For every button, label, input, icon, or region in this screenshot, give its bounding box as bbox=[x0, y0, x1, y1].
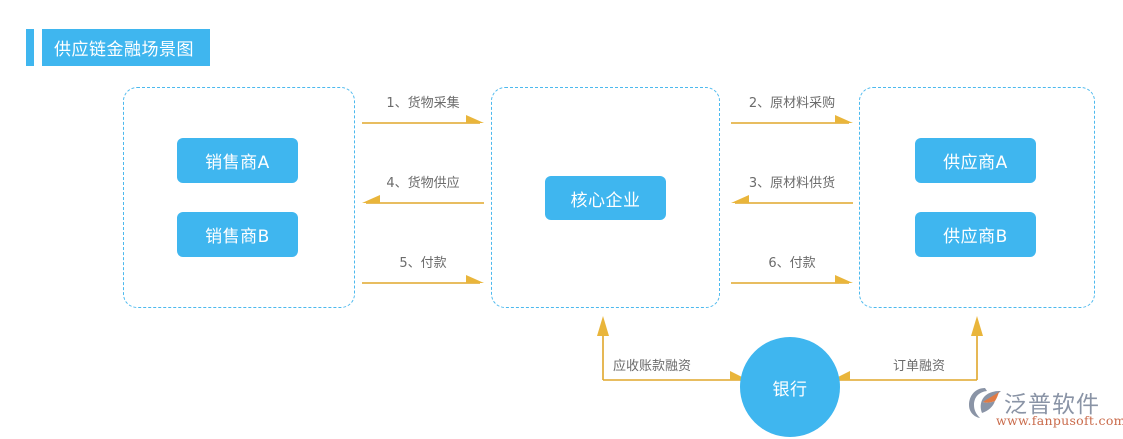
fanpu-logo-icon bbox=[969, 388, 1001, 418]
page-title: 供应链金融场景图 bbox=[54, 40, 194, 60]
flow-label-1: 1、货物采集 bbox=[386, 96, 460, 111]
flow-label-4: 4、货物供应 bbox=[386, 176, 460, 191]
flow-goods-supply: 4、货物供应 bbox=[362, 172, 484, 218]
title-gap bbox=[34, 29, 42, 66]
arrow-right-icon bbox=[731, 275, 853, 284]
flow-raw-material-purchase: 2、原材料采购 bbox=[731, 92, 853, 138]
flow-payment-to-supplier: 6、付款 bbox=[731, 252, 853, 298]
title-accent-bar bbox=[26, 29, 34, 66]
arrow-right-icon bbox=[731, 115, 853, 124]
flow-label-3: 3、原材料供货 bbox=[748, 176, 836, 191]
label-ar-financing: 应收账款融资 bbox=[613, 359, 692, 374]
flow-goods-collection: 1、货物采集 bbox=[362, 92, 484, 138]
arrow-left-icon bbox=[362, 195, 484, 204]
connector-order-financing bbox=[832, 316, 983, 381]
flow-label-2: 2、原材料采购 bbox=[748, 96, 836, 111]
entity-seller-b[interactable]: 销售商B bbox=[177, 212, 298, 257]
arrow-right-icon bbox=[362, 275, 484, 284]
label-order-financing: 订单融资 bbox=[893, 359, 946, 374]
flow-label-5: 5、付款 bbox=[399, 256, 447, 271]
sales-group-container bbox=[123, 87, 355, 308]
entity-bank[interactable]: 银行 bbox=[740, 337, 840, 437]
arrow-right-icon bbox=[362, 115, 484, 124]
connector-ar-financing bbox=[597, 316, 748, 381]
logo-company-name: 泛普软件 bbox=[1004, 392, 1100, 418]
entity-supplier-b[interactable]: 供应商B bbox=[915, 212, 1036, 257]
page-title-bar: 供应链金融场景图 bbox=[26, 29, 210, 66]
entity-supplier-a[interactable]: 供应商A bbox=[915, 138, 1036, 183]
flow-payment-to-core: 5、付款 bbox=[362, 252, 484, 298]
supply-group-container bbox=[859, 87, 1095, 308]
flow-label-6: 6、付款 bbox=[768, 256, 816, 271]
entity-seller-a[interactable]: 销售商A bbox=[177, 138, 298, 183]
flow-raw-material-supply: 3、原材料供货 bbox=[731, 172, 853, 218]
logo-website-url: www.fanpusoft.com bbox=[996, 413, 1123, 428]
brand-logo: 泛普软件 www.fanpusoft.com bbox=[968, 385, 1123, 433]
entity-core-enterprise[interactable]: 核心企业 bbox=[545, 176, 666, 220]
arrow-left-icon bbox=[731, 195, 853, 204]
